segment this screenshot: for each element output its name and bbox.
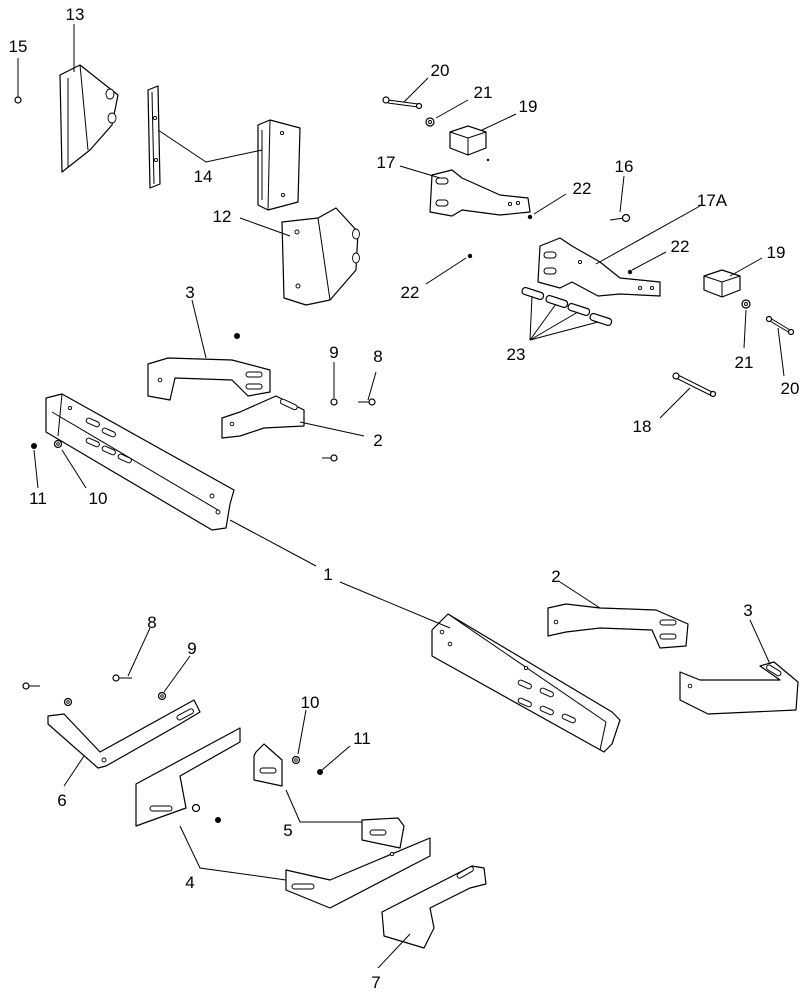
part-8-bolt-bottom-b [112, 674, 132, 682]
part-2-bracket-upper [221, 395, 305, 439]
part-22-nut-left [467, 253, 473, 259]
callouts: 13 15 14 12 20 21 19 17 16 22 17A 22 19 … [9, 5, 800, 992]
part-9-washer [330, 398, 338, 406]
callout-10-left: 10 [89, 489, 108, 508]
part-11-nut-bottom [317, 769, 323, 775]
callout-2-upper: 2 [373, 431, 382, 450]
callout-10-bottom: 10 [301, 693, 320, 712]
part-14-channel [257, 119, 301, 211]
callout-5: 5 [283, 821, 292, 840]
part-20-pin [382, 96, 423, 110]
part-19-block [449, 125, 490, 162]
callout-3-upper: 3 [185, 283, 194, 302]
part-20-pin-right [765, 315, 795, 336]
callout-9-upper: 9 [329, 343, 338, 362]
part-12-plate [281, 207, 360, 306]
callout-19-right: 19 [767, 243, 786, 262]
part-23-pins [521, 286, 613, 327]
callout-11-left: 11 [29, 489, 47, 508]
part-16-bolt [609, 213, 631, 223]
part-17-bracket [429, 169, 531, 217]
part-14-angle [147, 85, 161, 189]
callout-17: 17 [377, 153, 396, 172]
part-7-bracket [381, 865, 487, 949]
callout-19-top: 19 [519, 97, 538, 116]
leader-lines [17, 24, 785, 969]
part-11-nut-upper [234, 333, 240, 339]
callout-6: 6 [57, 791, 66, 810]
part-21-washer-right [741, 299, 751, 309]
callout-9-bottom: 9 [187, 639, 196, 658]
part-15-bolt [14, 68, 22, 104]
callout-17a: 17A [697, 191, 728, 210]
part-3-bracket-upper [147, 357, 271, 401]
part-19-block-right [703, 269, 741, 298]
part-18-pin [672, 372, 717, 398]
callout-22-b: 22 [671, 237, 690, 256]
callout-14: 14 [194, 167, 213, 186]
callout-2-right: 2 [551, 567, 560, 586]
part-3-bracket-right [679, 661, 799, 715]
callout-8-bottom: 8 [147, 613, 156, 632]
callout-21-right: 21 [735, 353, 754, 372]
part-1-channel-left [45, 393, 235, 531]
callout-21-top: 21 [474, 83, 493, 102]
part-1-channel-right [431, 613, 621, 753]
part-4-hardware [191, 803, 221, 823]
callout-8-upper: 8 [373, 347, 382, 366]
part-5-bracket [253, 743, 405, 849]
part-8-bolt-bottom-a [22, 682, 40, 690]
callout-16: 16 [615, 157, 634, 176]
callout-22-c: 22 [401, 283, 420, 302]
part-8-bolt-lower [322, 454, 338, 462]
callout-3-right: 3 [743, 601, 752, 620]
callout-20-top: 20 [431, 61, 450, 80]
part-13-plate [59, 64, 119, 173]
part-11-nut-left [31, 443, 37, 449]
callout-15: 15 [9, 37, 28, 56]
callout-1: 1 [323, 565, 332, 584]
part-10-washer-bottom [291, 755, 301, 765]
part-6-bracket [47, 699, 201, 769]
callout-18: 18 [633, 417, 652, 436]
part-17a-bracket [537, 237, 661, 297]
part-22-nut [527, 214, 533, 220]
callout-20-right: 20 [781, 379, 800, 398]
callout-13: 13 [66, 5, 85, 24]
part-2-bracket-right [547, 603, 689, 649]
callout-7: 7 [371, 973, 380, 992]
part-4-bracket [135, 727, 431, 909]
callout-11-bottom: 11 [353, 729, 371, 748]
part-9-washer-bottom [157, 691, 167, 701]
part-22-nut-right [627, 269, 633, 275]
callout-4: 4 [185, 873, 194, 892]
part-21-washer [425, 117, 435, 127]
part-10-washer-left [53, 439, 63, 449]
callout-12: 12 [213, 207, 232, 226]
callout-23: 23 [507, 345, 526, 364]
callout-22-a: 22 [573, 179, 592, 198]
part-washer-bottom [63, 697, 73, 707]
part-8-bolt [358, 398, 376, 406]
